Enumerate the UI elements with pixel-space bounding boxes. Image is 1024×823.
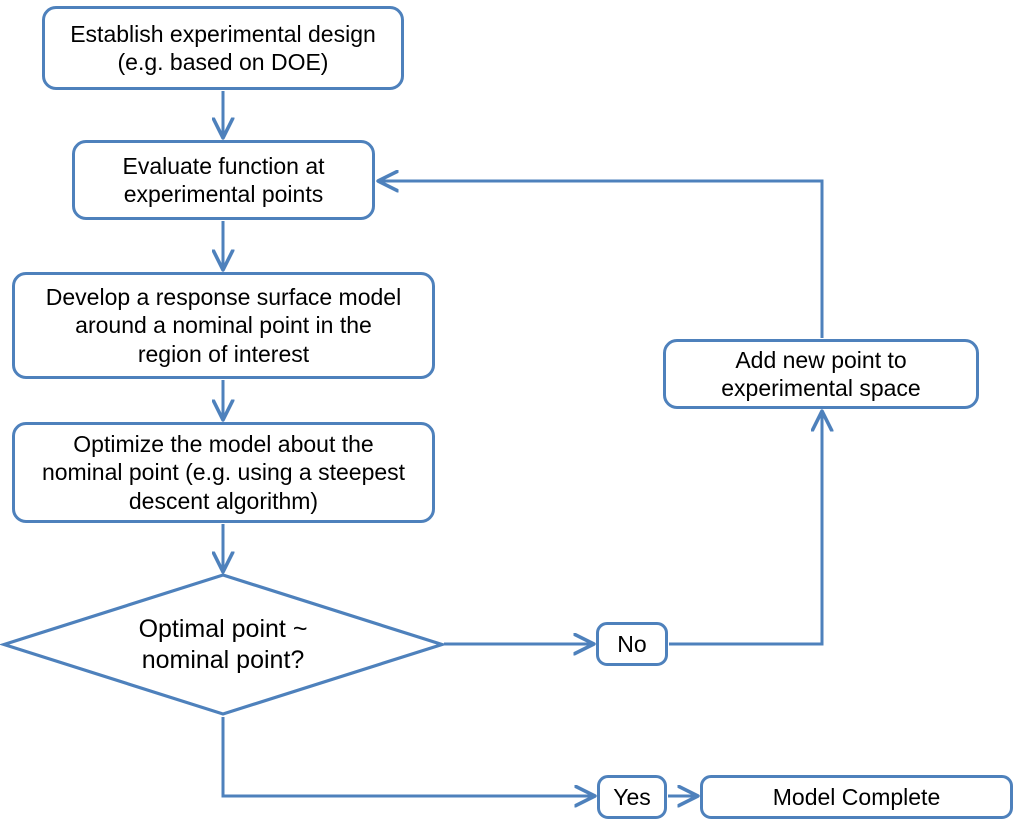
- node-label: Develop a response surface model around …: [45, 284, 402, 367]
- edge-addpoint-to-evaluate: [379, 181, 824, 338]
- node-establish-experimental-design[interactable]: Establish experimental design (e.g. base…: [42, 6, 404, 90]
- edge-decision-to-yes: [221, 717, 594, 796]
- node-label: Model Complete: [772, 783, 941, 810]
- node-label: Optimal point ~ nominal point?: [138, 615, 308, 674]
- node-add-new-point[interactable]: Add new point to experimental space: [663, 339, 979, 409]
- node-evaluate-function[interactable]: Evaluate function at experimental points: [72, 140, 375, 220]
- node-label: Add new point to experimental space: [721, 346, 921, 401]
- node-label: Optimize the model about the nominal poi…: [41, 431, 406, 514]
- node-label: Establish experimental design (e.g. base…: [70, 20, 376, 75]
- node-branch-yes[interactable]: Yes: [597, 775, 667, 819]
- node-model-complete[interactable]: Model Complete: [700, 775, 1013, 819]
- node-label: Yes: [613, 783, 651, 810]
- node-label: Evaluate function at experimental points: [122, 152, 325, 207]
- node-optimize-model[interactable]: Optimize the model about the nominal poi…: [12, 422, 435, 523]
- node-decision-optimal-vs-nominal[interactable]: Optimal point ~ nominal point?: [0, 573, 448, 716]
- node-branch-no[interactable]: No: [596, 622, 668, 666]
- diamond-shape: [0, 573, 448, 716]
- node-label: No: [617, 630, 647, 657]
- node-develop-response-surface-model[interactable]: Develop a response surface model around …: [12, 272, 435, 379]
- edge-no-to-addpoint: [669, 412, 822, 646]
